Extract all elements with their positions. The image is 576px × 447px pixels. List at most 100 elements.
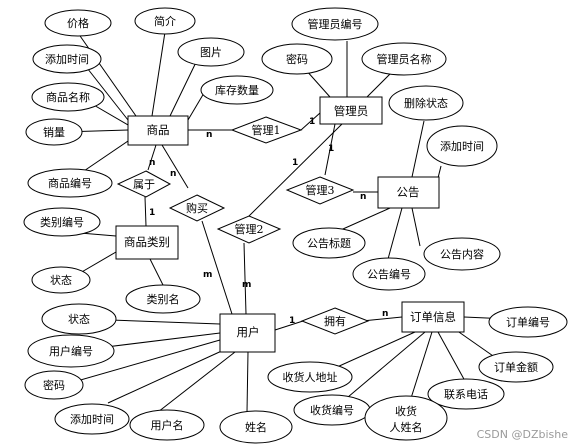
- notice-attr-id: 公告编号: [352, 257, 426, 291]
- card-admin-manage2: 1: [292, 158, 298, 168]
- relation-manage3-label: 管理3: [306, 183, 335, 197]
- connector-lines: [62, 31, 510, 415]
- svg-text:订单编号: 订单编号: [506, 315, 550, 329]
- svg-text:收货编号: 收货编号: [310, 403, 354, 417]
- card-category-belong: 1: [149, 208, 155, 218]
- relation-belong-label: 属于: [133, 178, 155, 191]
- goods-attr-stock: 库存数量: [200, 75, 274, 105]
- user-attr-username: 用户名: [129, 409, 205, 441]
- svg-text:价格: 价格: [67, 16, 89, 30]
- svg-text:公告标题: 公告标题: [307, 236, 351, 250]
- svg-text:密码: 密码: [43, 378, 65, 392]
- svg-text:添加时间: 添加时间: [70, 412, 114, 426]
- svg-text:用户编号: 用户编号: [49, 344, 93, 358]
- svg-text:添加时间: 添加时间: [45, 52, 89, 66]
- user-attr-add-time: 添加时间: [54, 403, 130, 435]
- card-user-own: 1: [289, 316, 295, 326]
- card-order-own: n: [382, 309, 388, 319]
- svg-text:状态: 状态: [50, 273, 72, 287]
- watermark: CSDN @DZbishe: [476, 428, 568, 441]
- svg-text:管理员名称: 管理员名称: [377, 52, 432, 66]
- admin-attr-id: 管理员编号: [291, 7, 379, 41]
- svg-text:添加时间: 添加时间: [440, 139, 484, 153]
- category-attr-id: 类别编号: [23, 207, 101, 237]
- svg-text:公告内容: 公告内容: [440, 247, 484, 261]
- entity-order-label: 订单信息: [410, 310, 456, 324]
- relation-manage2-label: 管理2: [235, 222, 264, 236]
- relation-buy-label: 购买: [186, 201, 208, 215]
- admin-attr-password: 密码: [261, 43, 333, 75]
- svg-text:人姓名: 人姓名: [390, 420, 423, 434]
- entity-goods-label: 商品: [147, 123, 170, 137]
- entity-goods: 商品: [127, 115, 189, 146]
- goods-attr-sales: 销量: [25, 118, 83, 146]
- svg-text:库存数量: 库存数量: [215, 83, 259, 97]
- card-notice-manage3: n: [360, 192, 366, 202]
- card-goods-belong: n: [149, 158, 155, 168]
- entity-user-label: 用户: [237, 325, 260, 339]
- svg-text:商品编号: 商品编号: [48, 176, 92, 190]
- entity-notice-label: 公告: [397, 185, 420, 199]
- svg-text:收货人地址: 收货人地址: [283, 370, 338, 384]
- cardinality-labels: n 1 1 n 1 m n 1 n m 1 n: [149, 117, 388, 326]
- svg-text:姓名: 姓名: [245, 420, 267, 434]
- relation-belong: 属于: [116, 170, 172, 198]
- notice-attr-add-time: 添加时间: [426, 125, 498, 167]
- card-user-buy: m: [203, 270, 212, 280]
- entity-order: 订单信息: [401, 301, 465, 333]
- svg-text:用户名: 用户名: [151, 418, 184, 432]
- svg-text:简介: 简介: [154, 14, 176, 28]
- notice-attr-delete-status: 删除状态: [388, 85, 464, 121]
- relation-manage3: 管理3: [285, 176, 355, 205]
- order-attr-amount: 订单金额: [478, 351, 554, 383]
- order-attr-address: 收货人地址: [267, 361, 353, 393]
- entity-notice: 公告: [377, 176, 440, 209]
- card-admin-manage3: 1: [328, 144, 334, 154]
- svg-text:密码: 密码: [286, 52, 308, 66]
- card-user-manage2: m: [242, 280, 251, 290]
- svg-text:订单金额: 订单金额: [494, 360, 538, 374]
- relation-manage1: 管理1: [230, 116, 303, 144]
- user-attr-status: 状态: [41, 303, 117, 335]
- goods-attr-price: 价格: [44, 9, 112, 37]
- card-admin-manage1: 1: [309, 117, 315, 127]
- svg-text:收货: 收货: [395, 404, 417, 418]
- card-goods-buy: n: [170, 169, 176, 179]
- relation-own: 拥有: [300, 307, 370, 335]
- user-attr-id: 用户编号: [27, 334, 115, 368]
- relation-manage1-label: 管理1: [252, 123, 281, 137]
- admin-attr-name: 管理员名称: [361, 42, 447, 76]
- entity-category: 商品类别: [115, 225, 179, 260]
- goods-attr-name: 商品名称: [31, 82, 105, 112]
- entity-admin: 管理员: [319, 96, 383, 125]
- goods-attr-id: 商品编号: [27, 168, 113, 198]
- svg-text:公告编号: 公告编号: [367, 267, 411, 281]
- svg-text:管理员编号: 管理员编号: [308, 17, 363, 31]
- entity-category-label: 商品类别: [124, 235, 170, 249]
- goods-attr-intro: 简介: [134, 7, 196, 35]
- entity-admin-label: 管理员: [334, 104, 369, 118]
- order-attr-receiver-name: 收货 人姓名: [364, 395, 448, 441]
- order-attr-phone: 联系电话: [427, 378, 505, 410]
- svg-text:销量: 销量: [43, 125, 65, 139]
- user-attr-realname: 姓名: [219, 410, 293, 444]
- relation-own-label: 拥有: [324, 314, 346, 328]
- user-attr-password: 密码: [24, 370, 84, 400]
- relation-manage2: 管理2: [216, 215, 282, 244]
- goods-attr-image: 图片: [177, 37, 245, 67]
- notice-attr-title: 公告标题: [292, 227, 366, 259]
- category-attr-name: 类别名: [125, 284, 201, 314]
- entity-user: 用户: [219, 313, 276, 353]
- svg-text:类别名: 类别名: [147, 292, 180, 306]
- relation-buy: 购买: [168, 194, 226, 222]
- svg-text:状态: 状态: [68, 312, 90, 326]
- goods-attr-add-time: 添加时间: [32, 44, 102, 74]
- order-attr-id: 订单编号: [488, 306, 568, 338]
- svg-text:商品名称: 商品名称: [46, 90, 90, 104]
- category-attr-status: 状态: [31, 266, 91, 294]
- card-goods-manage1: n: [206, 130, 212, 140]
- order-attr-receive-id: 收货编号: [293, 394, 371, 426]
- notice-attr-content: 公告内容: [423, 237, 501, 271]
- svg-text:类别编号: 类别编号: [40, 215, 84, 229]
